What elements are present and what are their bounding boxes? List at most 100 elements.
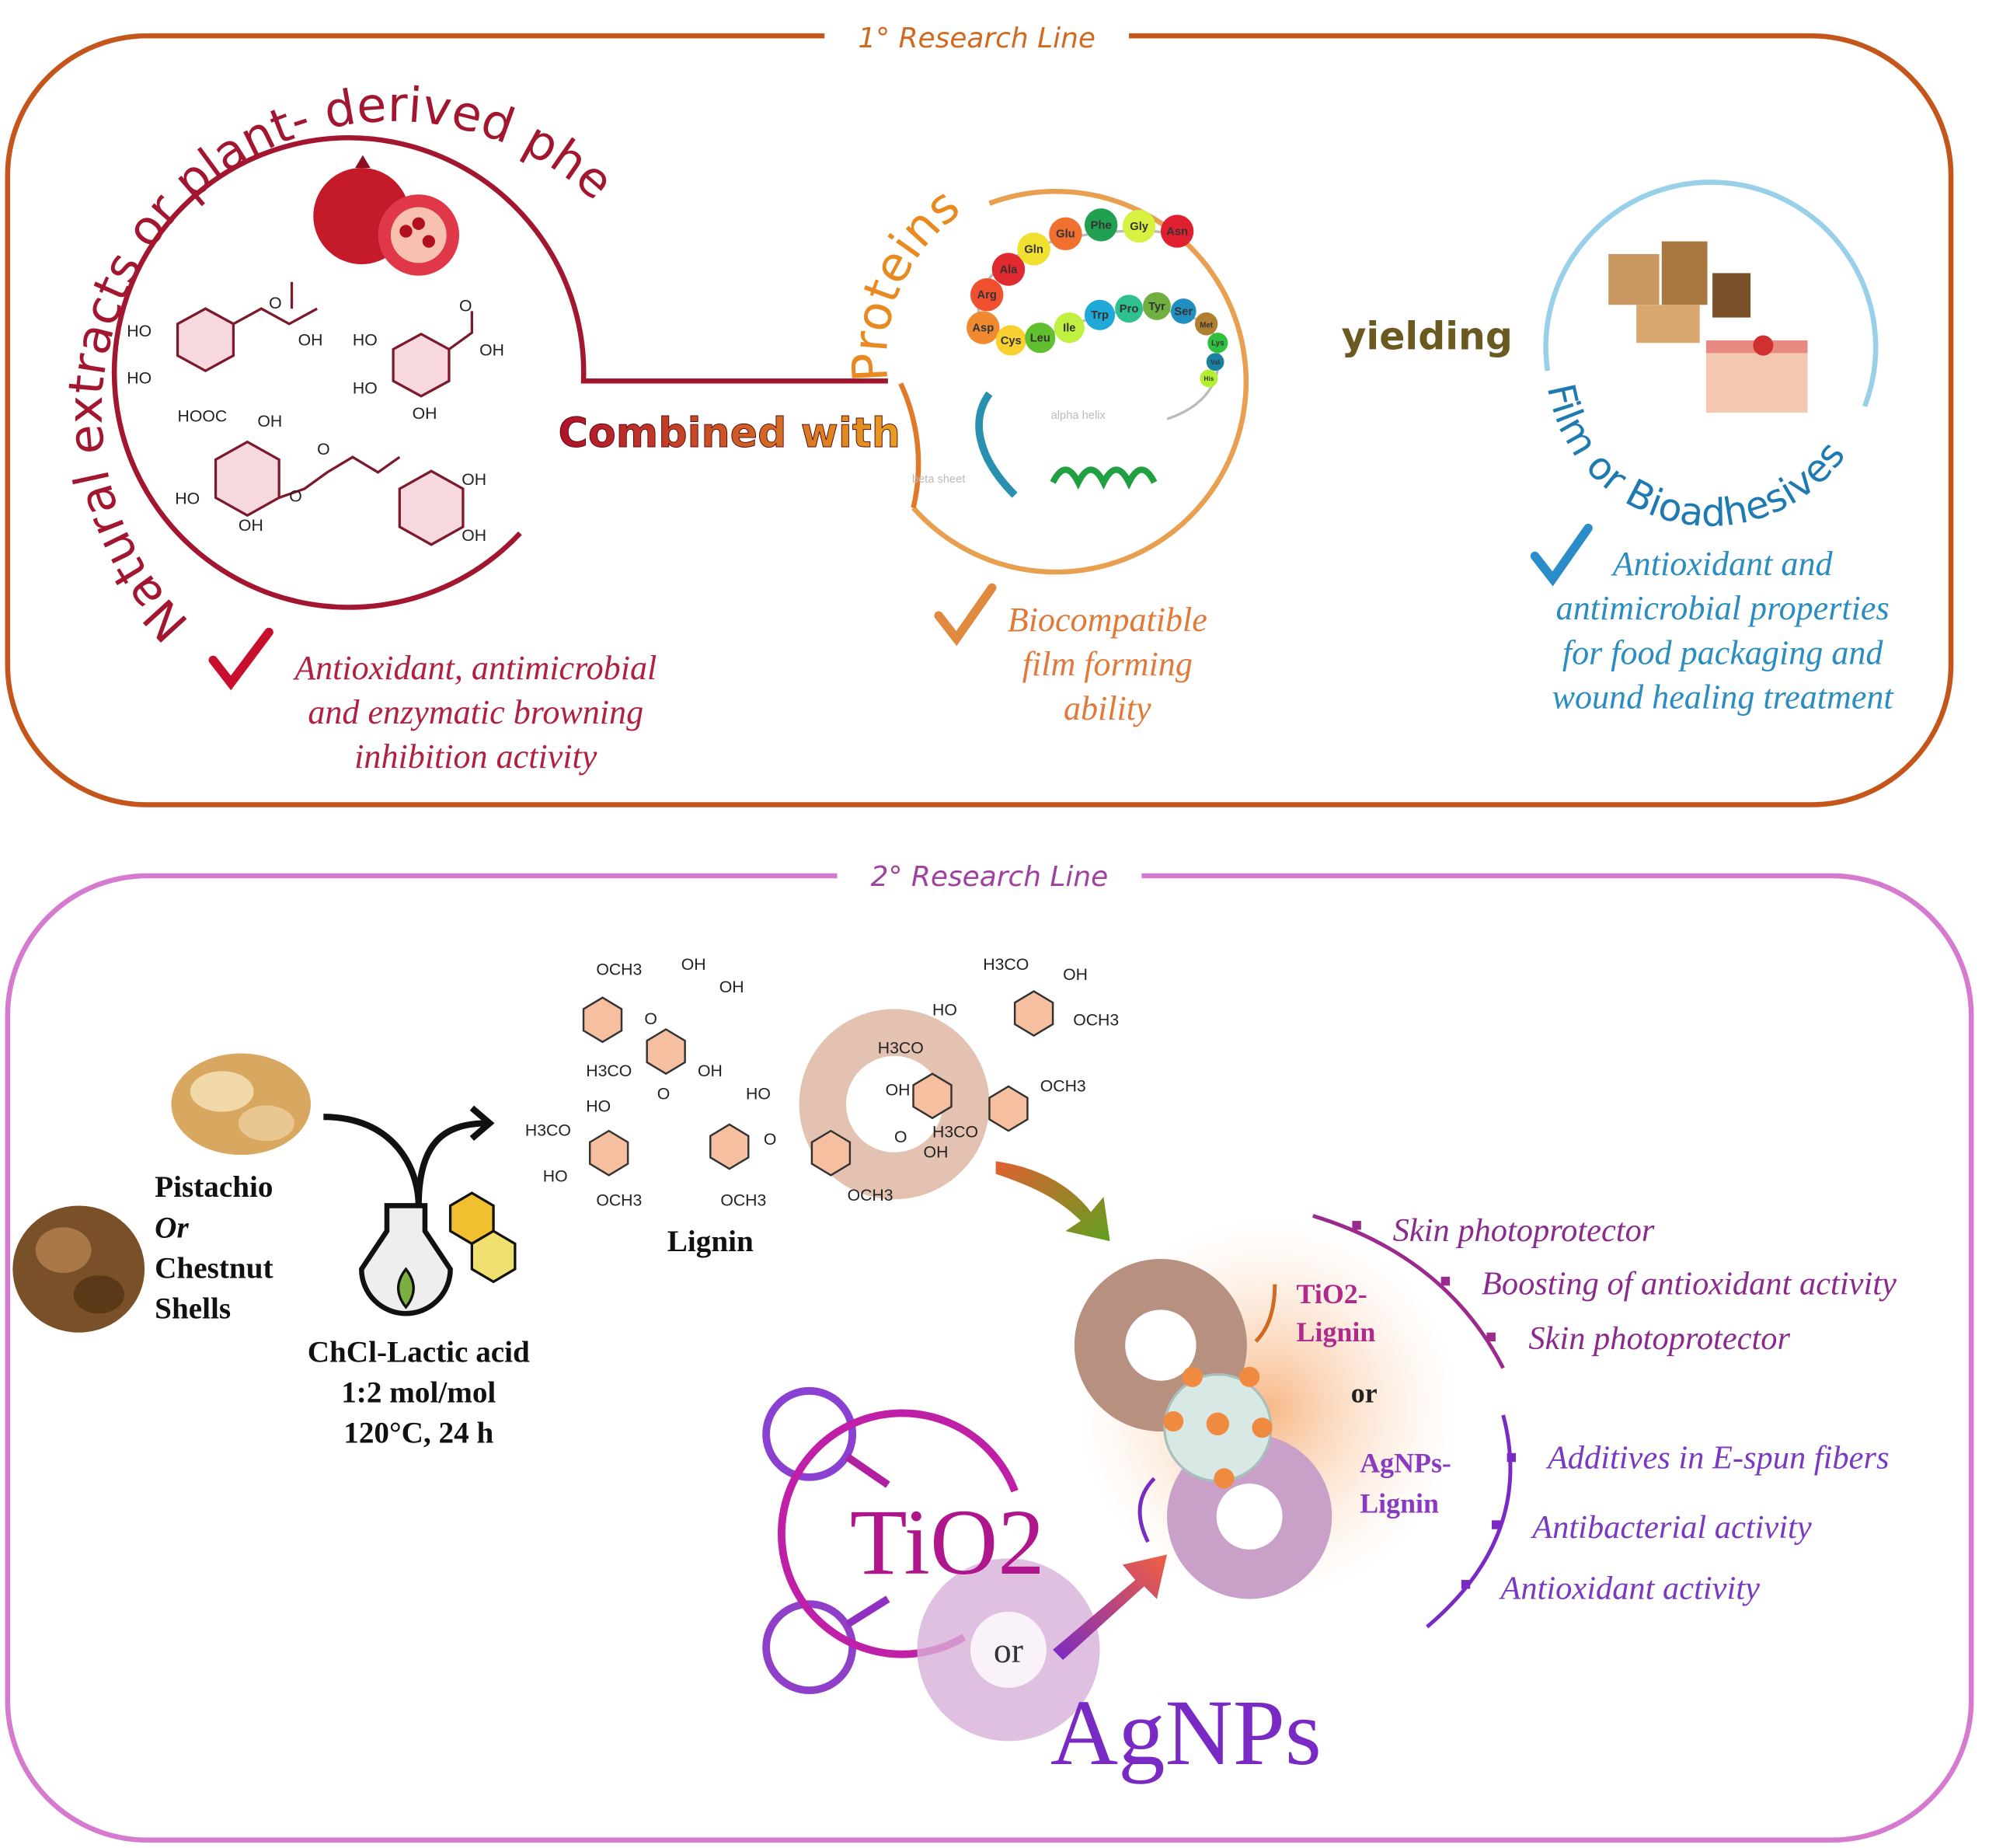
big-tio2-label: TiO2 [850,1491,1045,1595]
agnps-application: Additives in E-spun fibers [1545,1439,1890,1476]
svg-text:OH: OH [1063,966,1088,984]
svg-text:Lys: Lys [1211,340,1224,348]
protein-property-line: film forming [1022,645,1193,683]
svg-text:OH: OH [239,517,263,535]
svg-text:OH: OH [298,332,323,350]
svg-text:OH: OH [462,471,486,489]
tio2-application: Skin photoprotector [1393,1212,1655,1249]
svg-text:HO: HO [175,490,200,508]
line2-title: 2° Research Line [871,861,1109,893]
amino-acid-chain: Asp Arg Ala Gln Glu Phe Gly Asn Cys Leu … [912,208,1228,498]
lignin-label: Lignin [667,1225,754,1258]
svg-text:Val: Val [1210,359,1220,366]
svg-text:O: O [269,295,282,312]
svg-text:OH: OH [462,527,486,545]
svg-text:HO: HO [932,1002,957,1020]
svg-text:beta sheet: beta sheet [912,473,966,486]
svg-text:Ala: Ala [1000,263,1019,276]
to-products-arrow [1053,1554,1168,1660]
caffeic-acid-structure [176,281,318,373]
svg-text:Tyr: Tyr [1148,301,1165,313]
phenols-property-line: Antioxidant, antimicrobial [292,649,657,687]
lignin-to-products-arrow [995,1161,1110,1242]
svg-text:OCH3: OCH3 [596,961,642,978]
svg-text:Glu: Glu [1056,228,1075,241]
pistachio-shells-image [171,1053,311,1156]
check-icon [934,583,997,647]
svg-text:O: O [764,1131,777,1149]
skin-tissue-image [1705,335,1808,413]
svg-text:Gln: Gln [1024,243,1043,256]
svg-text:Met: Met [1200,322,1214,330]
proteins-curved-label: Proteins [841,176,970,383]
curved-arrow-icon [1137,1477,1156,1543]
yielding-label: yielding [1342,314,1513,358]
agnps-lignin-label: Lignin [1360,1488,1439,1519]
films-property-line: wound healing treatment [1552,678,1895,716]
svg-text:H3CO: H3CO [525,1122,571,1140]
phenols-property-line: inhibition activity [354,737,597,776]
protein-property-line: Biocompatible [1008,601,1207,639]
films-property-line: Antioxidant and [1611,545,1834,583]
molecule-connector-icon [762,1386,1019,1695]
feedstock-line: Pistachio [155,1170,273,1204]
svg-text:O: O [459,297,472,315]
phenols-curved-label: Natural extracts or plant- derived pheno… [0,0,625,653]
big-agnps-label: AgNPs [1050,1681,1322,1785]
products-or-label: or [1351,1378,1378,1409]
svg-text:His: His [1204,375,1214,382]
svg-text:OH: OH [924,1143,949,1161]
curved-arrow-icon [1254,1284,1277,1343]
svg-text:OCH3: OCH3 [596,1191,642,1209]
svg-text:O: O [644,1010,657,1028]
line1-title: 1° Research Line [858,23,1096,54]
packaging-image [1608,241,1751,343]
phenols-property-line: and enzymatic browning [308,693,643,731]
svg-text:Phe: Phe [1091,219,1112,232]
svg-text:HO: HO [127,323,152,340]
pomegranate-image [313,155,460,276]
svg-text:H3CO: H3CO [983,956,1029,974]
svg-text:OH: OH [479,342,504,360]
svg-text:Leu: Leu [1030,333,1050,345]
svg-text:Gly: Gly [1130,221,1149,233]
research-line-2-panel: 2° Research Line Pistachio Or Chestnut S… [5,858,1974,1843]
svg-text:HO: HO [746,1085,771,1103]
svg-text:HOOC: HOOC [178,407,228,425]
svg-text:Pro: Pro [1120,303,1139,316]
svg-text:H3CO: H3CO [932,1123,978,1141]
svg-text:HO: HO [543,1167,568,1185]
process-arrow [323,1105,495,1206]
svg-text:HO: HO [127,369,152,387]
tio2-lignin-label: Lignin [1297,1316,1376,1348]
protein-property-line: ability [1064,689,1151,727]
svg-text:H3CO: H3CO [586,1062,632,1080]
agnps-application: Antioxidant activity [1498,1571,1760,1607]
feedstock-line: Chestnut [155,1252,273,1285]
svg-text:OCH3: OCH3 [848,1187,893,1205]
svg-text:Arg: Arg [977,289,997,302]
agnps-application: Antibacterial activity [1530,1509,1812,1546]
films-property-line: for food packaging and [1562,633,1884,671]
svg-text:Trp: Trp [1091,309,1109,322]
flask-leaf-icon [359,1191,517,1316]
svg-text:O: O [894,1128,907,1146]
svg-text:OH: OH [719,978,744,996]
svg-text:Ser: Ser [1174,305,1193,318]
svg-text:OCH3: OCH3 [1073,1012,1119,1030]
tio2-application: Skin photoprotector [1528,1320,1790,1357]
svg-text:OH: OH [413,405,437,423]
solvent-line: 120°C, 24 h [343,1417,493,1450]
gallic-acid-structure [392,311,473,398]
svg-text:alpha helix: alpha helix [1051,410,1106,422]
research-line-1-panel: 1° Research Line Natural extracts or pla… [0,0,1954,807]
feedstock-line: Shells [155,1292,231,1326]
agnps-lignin-label: AgNPs- [1360,1447,1451,1478]
feedstock-line: Or [155,1211,189,1244]
big-or-label: or [994,1630,1023,1670]
svg-text:OH: OH [698,1062,723,1080]
svg-text:Ile: Ile [1063,323,1075,335]
svg-text:Asn: Asn [1166,225,1188,238]
